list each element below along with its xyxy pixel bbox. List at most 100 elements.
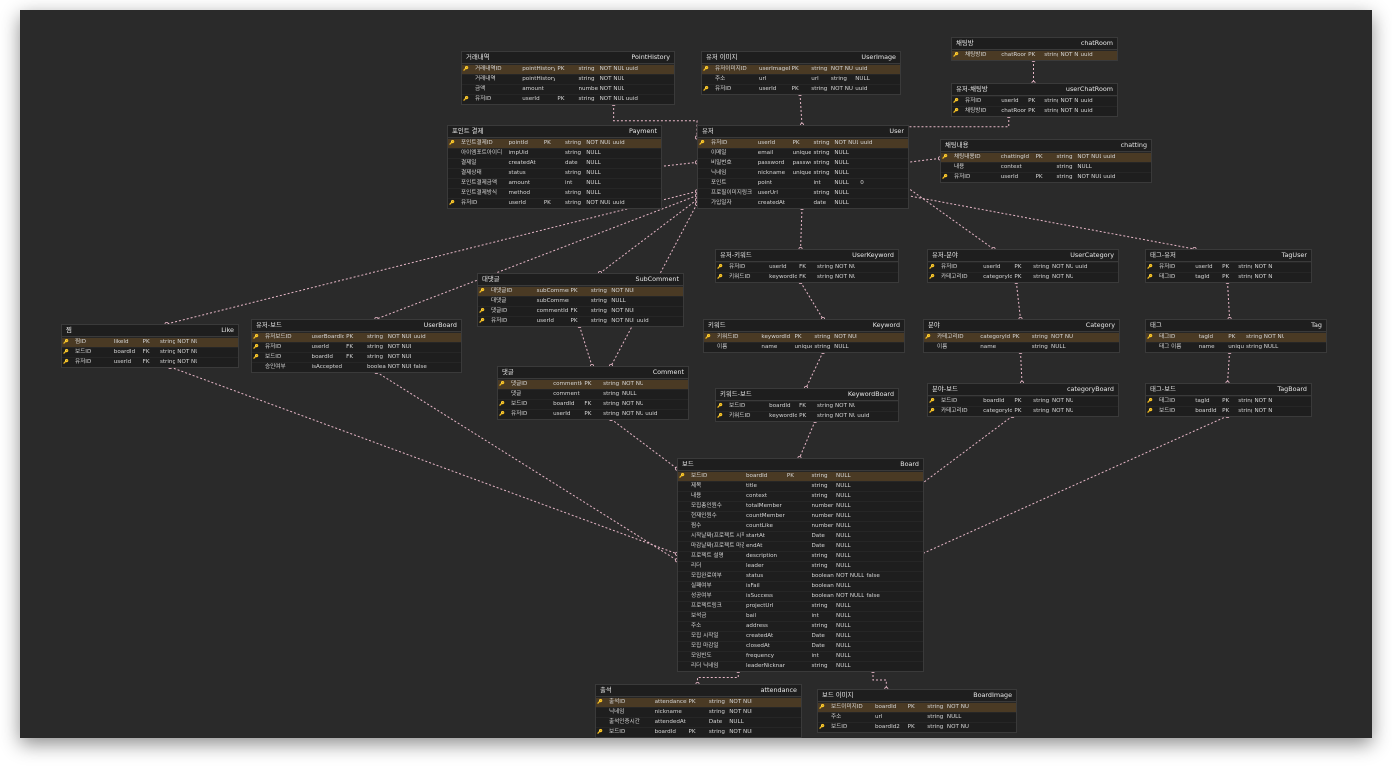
table-row[interactable]: 🔑대댓글IDsubCommentIdPKstringNOT NULL	[478, 286, 683, 296]
table-userimage[interactable]: 유저 이미지UserImage🔑유저이미지IDuserImageIdPKstri…	[701, 51, 901, 95]
table-row[interactable]: 🔑채팅방IDchatRoomIdPKstringNOT NULLuuid	[952, 50, 1117, 60]
table-row[interactable]: 금액amountnumberNOT NULL	[462, 84, 674, 94]
table-pointhistory[interactable]: 거래내역PointHistory🔑거래내역IDpointHistoryIdPKs…	[461, 51, 675, 105]
table-row[interactable]: 비밀번호passwordpasswordstringNULL	[698, 158, 908, 168]
erd-canvas[interactable]: 거래내역PointHistory🔑거래내역IDpointHistoryIdPKs…	[20, 10, 1372, 738]
table-row[interactable]: 🔑출석IDattendanceIdPKstringNOT NULL	[596, 697, 801, 707]
